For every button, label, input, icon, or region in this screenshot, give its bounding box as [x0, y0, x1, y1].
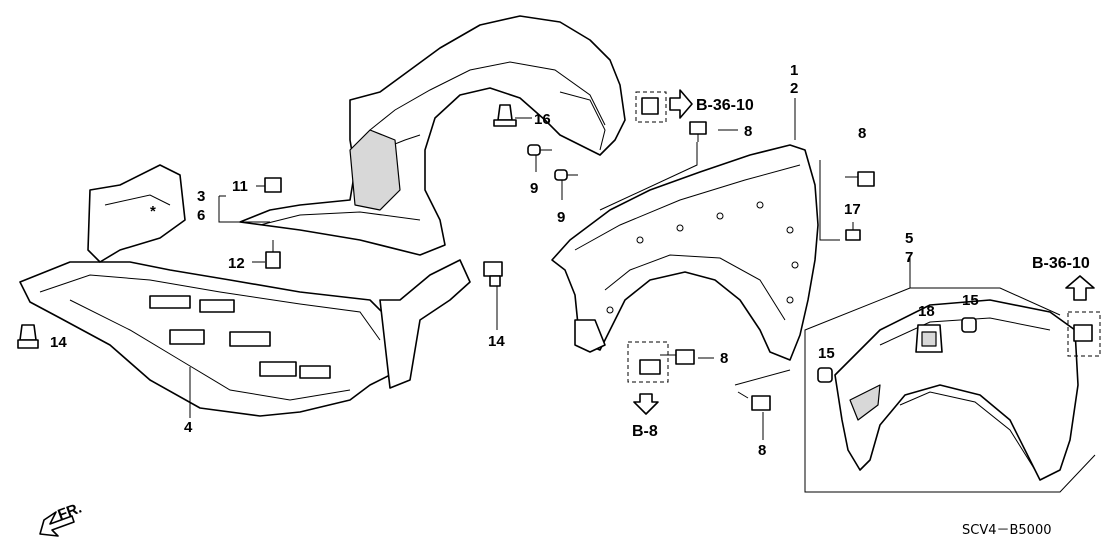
inner-fender [239, 15, 626, 256]
callout-9a: 9 [530, 180, 538, 197]
fender-holes [606, 201, 799, 314]
callout-16: 16 [534, 111, 551, 128]
ref-b8: B-8 [632, 423, 658, 440]
callout-6: 6 [197, 207, 205, 224]
callout-8-top: 8 [744, 123, 752, 140]
arrow-right-icon [669, 89, 693, 119]
fender-flare [834, 299, 1079, 481]
asterisk-mark: * [150, 203, 156, 220]
ref-arrows [39, 89, 1095, 537]
callout-8-bottom: 8 [758, 442, 766, 459]
clip-14-right [483, 261, 503, 287]
clip-lower-box [639, 359, 661, 375]
bolt-8-top [689, 121, 707, 142]
ref-b36-left: B-36-10 [696, 97, 754, 114]
under-cover [19, 164, 471, 417]
callout-14-left: 14 [50, 334, 67, 351]
callout-5: 5 [905, 230, 913, 247]
bolt-8-lower [660, 349, 695, 365]
front-fender [551, 144, 819, 361]
front-arrow-icon [39, 511, 75, 537]
clip-top-box [641, 97, 659, 115]
callout-12: 12 [228, 255, 245, 272]
grommet-18 [915, 324, 943, 353]
callout-15b: 15 [818, 345, 835, 362]
clip-15a [961, 317, 977, 333]
callout-11: 11 [232, 178, 248, 195]
arrow-down-icon [633, 393, 659, 415]
nut-11 [264, 177, 282, 193]
bolt-8-right [845, 171, 875, 187]
callout-17: 17 [844, 201, 861, 218]
screw-9a [527, 144, 552, 156]
callout-9b: 9 [557, 209, 565, 226]
leader-lines [189, 91, 1101, 493]
ref-b36-right: B-36-10 [1032, 255, 1090, 272]
front-label: FR. [56, 500, 85, 524]
bolt-12 [265, 240, 281, 269]
callout-2: 2 [790, 80, 798, 97]
fasteners [17, 97, 1093, 411]
clip-16 [493, 104, 517, 127]
bolt-8-bottom [737, 391, 771, 411]
clip-15b [817, 367, 833, 383]
clip-17 [845, 229, 861, 241]
diagram-code: SCV4－B5000 [962, 523, 1052, 538]
callout-8-lower: 8 [720, 350, 728, 367]
screw-9b [554, 169, 578, 181]
labels: 1 2 3 6 4 5 7 8 8 8 8 9 9 11 12 14 14 15… [50, 62, 1090, 538]
arrow-up-icon [1065, 275, 1095, 301]
callout-7: 7 [905, 249, 913, 266]
callout-3: 3 [197, 188, 205, 205]
callout-18: 18 [918, 303, 935, 320]
callout-14-right: 14 [488, 333, 505, 350]
callout-8-right: 8 [858, 125, 866, 142]
clip-14-left [17, 324, 39, 349]
callout-4: 4 [184, 419, 193, 436]
clip-right-box [1073, 324, 1093, 342]
callout-1: 1 [790, 62, 798, 79]
callout-15a: 15 [962, 292, 979, 309]
